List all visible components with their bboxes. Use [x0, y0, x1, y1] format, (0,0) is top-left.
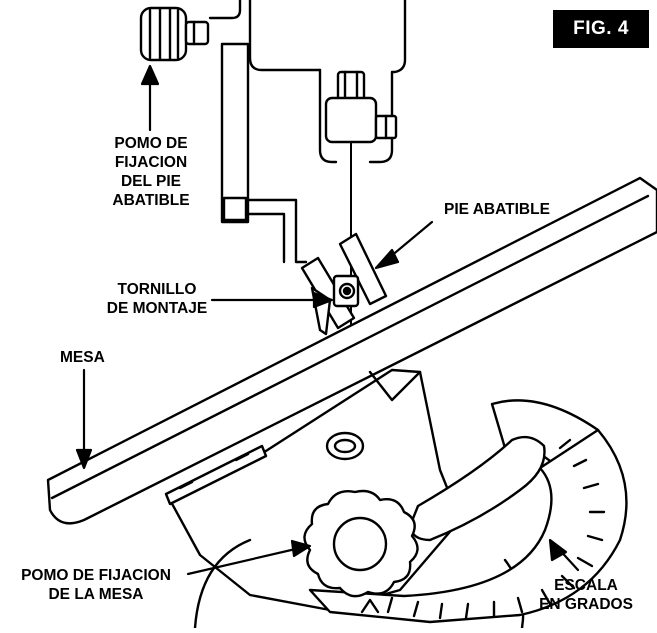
upper-arm-outline — [208, 0, 242, 20]
housing-right — [368, 0, 407, 164]
hold-down-rod — [220, 42, 308, 264]
degree-scale-icon — [308, 399, 628, 624]
label-degree-scale: ESCALA EN GRADOS — [534, 576, 638, 614]
label-mount-screw: TORNILLO DE MONTAJE — [102, 280, 212, 318]
tilt-foot-knob-icon — [139, 6, 210, 62]
leader-degree-scale — [548, 538, 580, 572]
label-line: ABATIBLE — [112, 192, 190, 209]
leader-tilt-foot — [374, 220, 434, 270]
label-line: EN GRADOS — [539, 596, 633, 613]
label-tilt-foot-knob: POMO DE FIJACION DEL PIE ABATIBLE — [96, 134, 206, 210]
label-line: POMO DE FIJACION — [21, 567, 171, 584]
upper-blade-guide-icon — [324, 70, 398, 144]
label-line: POMO DE — [114, 135, 188, 152]
table-lock-knob-icon — [303, 489, 419, 598]
label-table-lock-knob: POMO DE FIJACION DE LA MESA — [4, 566, 188, 604]
label-line: DE LA MESA — [48, 586, 144, 603]
leader-knob-tilt-foot — [140, 64, 160, 132]
base-arc — [193, 538, 252, 630]
leader-mount-screw — [210, 291, 334, 309]
label-table: MESA — [60, 349, 105, 366]
label-tilt-foot: PIE ABATIBLE — [444, 201, 550, 218]
leader-table-lock-knob — [186, 539, 312, 576]
housing-left — [318, 68, 338, 164]
label-line: DE MONTAJE — [106, 300, 208, 317]
label-line: ESCALA — [554, 577, 618, 594]
saw-table — [46, 176, 657, 525]
label-line: TORNILLO — [117, 281, 197, 298]
upper-arm-right — [248, 0, 322, 72]
figure-badge: FIG. 4 — [553, 10, 649, 48]
label-line: FIJACION — [114, 154, 188, 171]
leader-table — [75, 368, 93, 470]
label-line: DEL PIE — [120, 173, 181, 190]
